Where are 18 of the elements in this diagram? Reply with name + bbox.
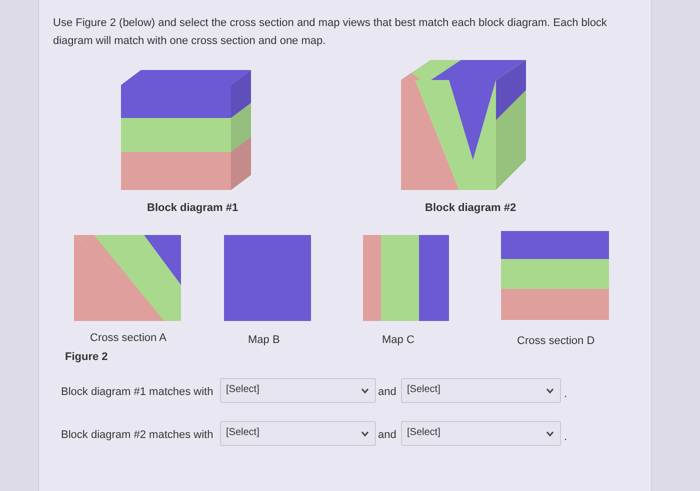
punctuation: . — [564, 388, 568, 400]
figure-caption: Map C — [382, 334, 414, 346]
figure-title: Figure 2 — [65, 351, 108, 363]
conjunction-text: and — [378, 386, 396, 398]
dropdown-select: [Select] — [401, 421, 561, 446]
figure-caption: Cross section D — [517, 335, 595, 347]
dropdown-select: [Select] — [220, 378, 376, 403]
punctuation: . — [564, 431, 568, 443]
prompt-text: Block diagram #1 matches with — [61, 386, 214, 398]
dropdown-select: [Select] — [220, 421, 376, 446]
figure-caption: Map B — [248, 334, 280, 346]
instruction-text: Use Figure 2 (below) and select the cross section and map views that best match each block diagram. Each block diagram will match with one cross section and one map. — [53, 16, 608, 49]
figure-caption: Block diagram #2 — [425, 202, 516, 214]
dropdown-select: [Select] — [401, 378, 561, 403]
prompt-text: Block diagram #2 matches with — [61, 429, 214, 441]
conjunction-text: and — [378, 429, 396, 441]
figure-caption: Cross section A — [90, 332, 166, 344]
figure-caption: Block diagram #1 — [147, 202, 238, 214]
